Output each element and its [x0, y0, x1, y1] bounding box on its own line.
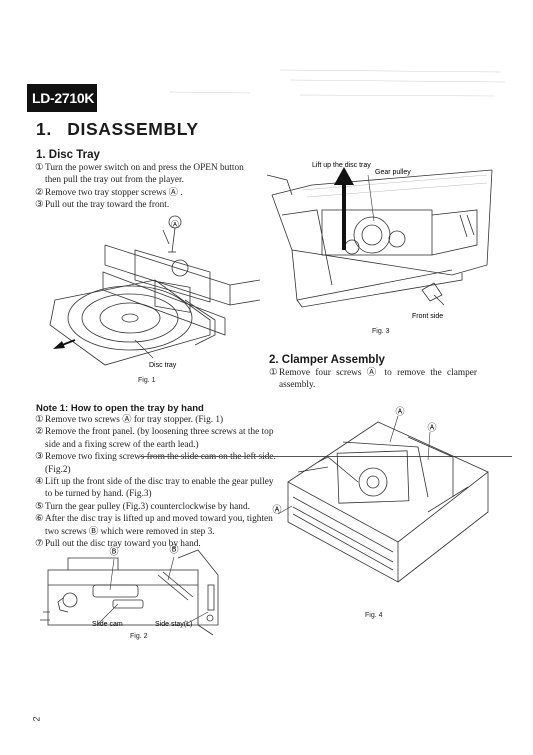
clamper-heading: 2. Clamper Assembly: [269, 354, 385, 366]
fig2-slide-cam-label: Slide cam: [92, 621, 123, 628]
fig3-illustration: Lift up the disc tray Gear pulley Front …: [266, 162, 493, 320]
fig3-gear-label: Gear pulley: [375, 169, 411, 176]
fig3-front-label: Front side: [412, 313, 443, 320]
fig2-caption: Fig. 2: [130, 633, 148, 640]
model-tag: LD-2710K: [27, 84, 97, 112]
section-title-text: DISASSEMBLY: [67, 119, 199, 139]
page-number: 2: [31, 716, 42, 722]
fig2-illustration: Ⓑ Ⓑ Slide cam Side stay(L): [40, 544, 219, 636]
fig4-callout-a2: Ⓐ: [427, 422, 436, 432]
fig4-illustration: Ⓐ Ⓐ Ⓐ: [272, 406, 489, 583]
fig1-illustration: Ⓐ Disc tray: [49, 215, 260, 369]
fig1-disc-tray-label: Disc tray: [149, 362, 177, 369]
section-title: 1. DISASSEMBLY: [36, 119, 199, 140]
fig3-lift-label: Lift up the disc tray: [312, 162, 371, 169]
fig3-caption: Fig. 3: [372, 328, 390, 335]
disc-tray-heading: 1. Disc Tray: [36, 149, 100, 161]
fig2-callout-b1: Ⓑ: [109, 546, 118, 556]
fig4-caption: Fig. 4: [365, 612, 383, 619]
scan-noise: [169, 69, 506, 97]
fig2-callout-b2: Ⓑ: [169, 544, 178, 554]
fig4-callout-a1: Ⓐ: [395, 406, 404, 416]
section-number: 1.: [36, 119, 52, 139]
fig2-side-stay-label: Side stay(L): [155, 621, 192, 628]
fig1-callout-a: Ⓐ: [171, 220, 179, 229]
note1-heading: Note 1: How to open the tray by hand: [36, 403, 204, 414]
fig1-caption: Fig. 1: [138, 377, 156, 384]
fig4-callout-a3: Ⓐ: [272, 504, 281, 514]
